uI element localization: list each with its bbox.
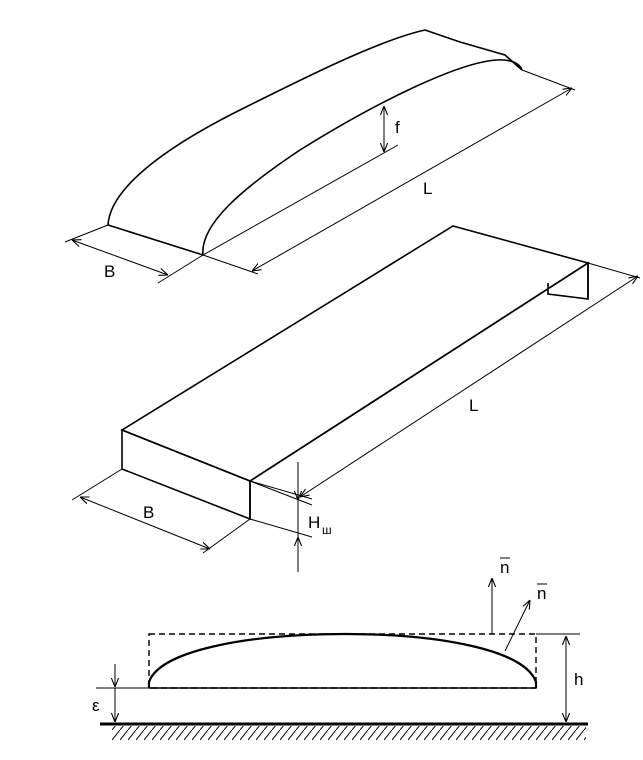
box-right-face <box>249 261 589 519</box>
box-b-ext-left <box>71 468 123 501</box>
box-h-ext-bottom <box>249 518 313 538</box>
box-b-label: B <box>143 503 154 522</box>
shell-outer-curve <box>107 29 426 226</box>
box-b-dim-line <box>80 497 210 549</box>
normal-vector-oblique <box>504 600 530 652</box>
box-front-face <box>121 428 251 521</box>
shell-l-ext-near <box>202 254 259 275</box>
shell-b-dim-line <box>72 240 168 275</box>
shell-base-edge <box>107 224 204 256</box>
box-h-subscript: ш <box>322 523 332 537</box>
normal-label-2: n <box>537 584 546 603</box>
shell-l-label: L <box>423 179 432 198</box>
box-top-face <box>120 225 590 482</box>
shell-b-label: B <box>104 262 115 281</box>
curved-shell-figure: B L f <box>64 29 576 284</box>
box-l-dim-line <box>300 276 638 497</box>
shell-b-ext-right <box>157 254 204 284</box>
eps-label: ε <box>92 696 100 715</box>
box-l-ext-far <box>587 262 641 279</box>
box-figure: B L H ш <box>71 225 641 572</box>
shell-inner-curve <box>202 59 523 256</box>
ground-hatch <box>112 726 586 740</box>
normal-label-1: n <box>500 558 509 577</box>
box-b-ext-right <box>202 518 251 554</box>
shell-b-ext-left <box>64 224 109 243</box>
dashed-envelope <box>148 633 537 689</box>
box-l-ext-near <box>249 480 313 500</box>
shell-f-label: f <box>395 118 400 137</box>
box-h-label: H <box>308 513 320 532</box>
shell-l-ext-far <box>521 69 576 91</box>
shell-centerline <box>202 144 399 256</box>
section-figure: n n h ε <box>92 557 588 740</box>
box-h-ext-top <box>249 480 313 506</box>
shell-l-dim-line <box>252 88 572 271</box>
h-label: h <box>574 670 583 689</box>
box-l-label: L <box>469 396 478 415</box>
shell-section-curve <box>147 632 538 688</box>
